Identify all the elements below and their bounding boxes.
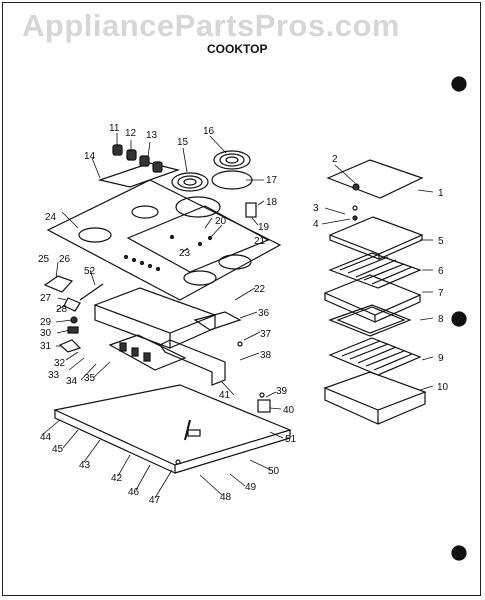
- callout-30: 30: [40, 328, 52, 339]
- callout-49: 49: [245, 482, 257, 493]
- callout-48: 48: [220, 492, 232, 503]
- callout-29: 29: [40, 317, 52, 328]
- callout-52: 52: [84, 266, 96, 277]
- mounting-bracket: [43, 275, 74, 293]
- callout-50: 50: [268, 466, 280, 477]
- callout-1: 1: [438, 188, 444, 199]
- callout-15: 15: [177, 137, 189, 148]
- callout-32: 32: [54, 358, 66, 369]
- receptacle: [245, 202, 257, 218]
- callout-40: 40: [283, 405, 295, 416]
- callout-42: 42: [111, 473, 123, 484]
- control-knobs: [112, 144, 163, 173]
- callout-31: 31: [40, 341, 52, 352]
- callout-2: 2: [332, 154, 338, 165]
- callout-39: 39: [276, 386, 288, 397]
- callout-12: 12: [125, 128, 137, 139]
- callout-43: 43: [79, 460, 91, 471]
- registration-dot-top: [451, 76, 467, 92]
- cooktop-top: [46, 179, 282, 301]
- callout-16: 16: [203, 126, 215, 137]
- callout-38: 38: [260, 350, 272, 361]
- callout-13: 13: [146, 130, 158, 141]
- grill-grate: [328, 252, 422, 289]
- switch-bank: [108, 334, 187, 371]
- callout-23: 23: [179, 248, 191, 259]
- callout-8: 8: [438, 314, 444, 325]
- grill-tray: [323, 274, 422, 316]
- callout-28: 28: [56, 304, 68, 315]
- terminal-block: [58, 339, 82, 353]
- callout-18: 18: [266, 197, 278, 208]
- callout-24: 24: [45, 212, 57, 223]
- registration-dot-middle: [451, 311, 467, 327]
- callout-20: 20: [215, 216, 227, 227]
- knob-panel: [97, 162, 181, 188]
- callout-51: 51: [285, 434, 297, 445]
- watermark: AppliancePartsPros.com: [22, 8, 400, 43]
- element-frame: [126, 205, 270, 273]
- callout-26: 26: [59, 254, 71, 265]
- callout-46: 46: [128, 487, 140, 498]
- wire-shield: [159, 339, 226, 386]
- callout-21: 21: [254, 236, 266, 247]
- callout-22: 22: [254, 284, 266, 295]
- grill-lid: [328, 216, 424, 255]
- callout-17: 17: [266, 175, 278, 186]
- terminal-module: [257, 399, 271, 413]
- support-bracket: [193, 311, 242, 331]
- callout-41: 41: [219, 390, 231, 401]
- callout-5: 5: [438, 236, 444, 247]
- registration-dot-bottom: [451, 545, 467, 561]
- ignition-switch: [63, 297, 81, 312]
- callout-47: 47: [149, 495, 161, 506]
- callout-6: 6: [438, 266, 444, 277]
- grease-pan: [323, 371, 427, 411]
- grill-grid: [328, 337, 422, 376]
- grill-element: [328, 304, 412, 337]
- callout-35: 35: [84, 373, 96, 384]
- drip-pan: [175, 196, 221, 218]
- callout-34: 34: [66, 376, 78, 387]
- callout-3: 3: [313, 203, 319, 214]
- callout-25: 25: [38, 254, 50, 265]
- callout-labels: 1 2 3 4 5 6 7 8 9 10 11 12 13 14 15 16 1…: [38, 123, 449, 506]
- callout-36: 36: [258, 308, 270, 319]
- callout-4: 4: [313, 219, 319, 230]
- grill-cover: [326, 159, 424, 199]
- callout-10: 10: [437, 382, 449, 393]
- coil-element-15: [171, 172, 209, 192]
- callout-7: 7: [438, 288, 444, 299]
- callout-11: 11: [109, 123, 120, 134]
- diagram-title: COOKTOP: [207, 42, 268, 56]
- callout-27: 27: [40, 293, 52, 304]
- callout-33: 33: [48, 370, 60, 381]
- callout-9: 9: [438, 353, 444, 364]
- callout-19: 19: [258, 222, 270, 233]
- callout-37: 37: [260, 329, 272, 340]
- callout-44: 44: [40, 432, 52, 443]
- callout-45: 45: [52, 444, 64, 455]
- diagram-frame: [2, 2, 481, 596]
- callout-14: 14: [84, 151, 96, 162]
- coil-element-16: [213, 150, 251, 170]
